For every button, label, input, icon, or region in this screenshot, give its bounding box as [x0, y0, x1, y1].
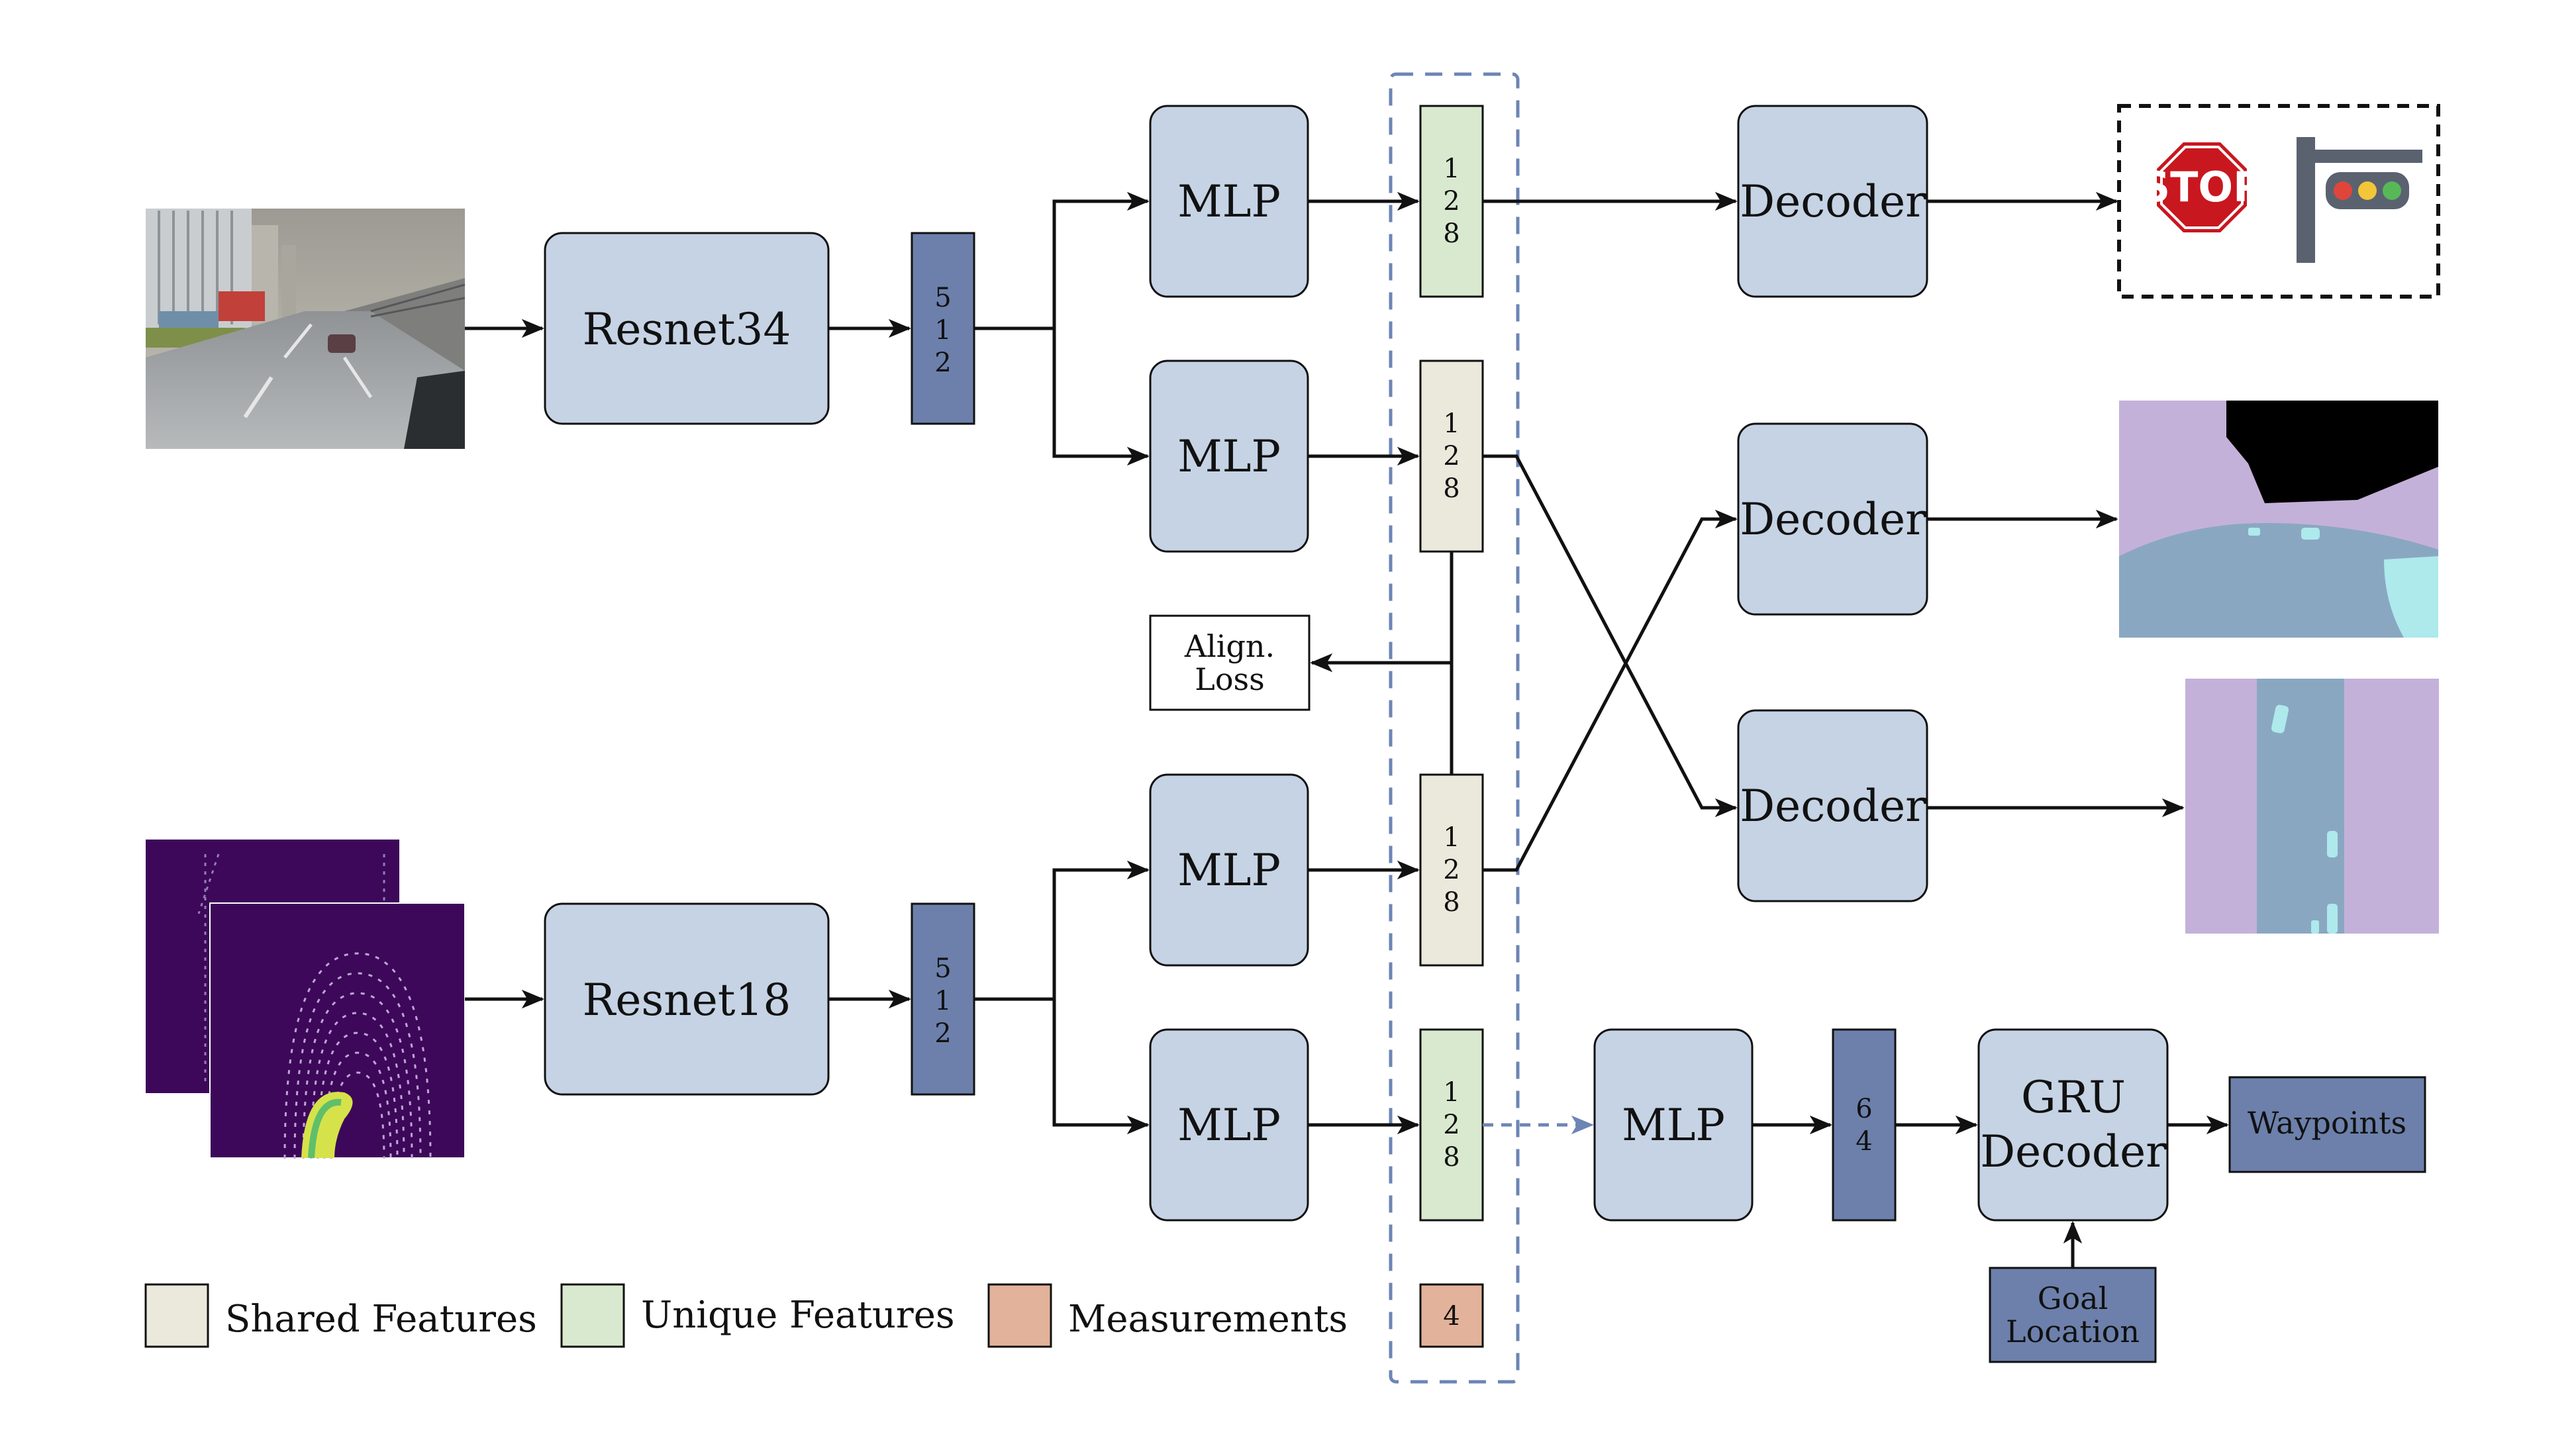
goal-location-line-2: Location — [2006, 1314, 2140, 1349]
f2-digit-1: 1 — [1443, 409, 1460, 439]
mlp-label-5: MLP — [1622, 1100, 1725, 1151]
rgb-feature-vector-512 — [911, 232, 975, 425]
unique-lidar-feature-128 — [1419, 1028, 1484, 1222]
f3-digit-3: 8 — [1443, 887, 1460, 918]
unique-rgb-feature-128 — [1419, 105, 1484, 298]
legend-swatch-measurements — [987, 1283, 1052, 1348]
f1-digit-3: 8 — [1443, 218, 1460, 249]
wp-vec-digit-1: 6 — [1856, 1094, 1872, 1124]
f3-digit-2: 2 — [1443, 855, 1460, 885]
shared-lidar-feature-128 — [1419, 773, 1484, 967]
mlp-label-1: MLP — [1177, 176, 1281, 227]
feature-column-dashed-box — [1389, 72, 1520, 1384]
measurements-digit: 4 — [1443, 1301, 1460, 1331]
waypoints-label: Waypoints — [2248, 1105, 2406, 1141]
align-loss-box — [1149, 614, 1311, 711]
decoder-label-1: Decoder — [1740, 176, 1926, 227]
measurements-vector — [1419, 1283, 1484, 1348]
stop-sign-icon: STOP — [2140, 142, 2263, 232]
f1-digit-2: 2 — [1443, 186, 1460, 217]
f4-digit-3: 8 — [1443, 1142, 1460, 1173]
f3-digit-1: 1 — [1443, 822, 1460, 853]
resnet18-label: Resnet18 — [583, 975, 791, 1026]
align-loss-line-2: Loss — [1195, 661, 1264, 697]
mlp-label-3: MLP — [1177, 845, 1281, 896]
stop-sign-text: STOP — [2140, 163, 2263, 211]
lidar-vec-digit-3: 2 — [934, 1018, 951, 1049]
decoder-label-3: Decoder — [1740, 781, 1926, 832]
mlp-label-4: MLP — [1177, 1100, 1281, 1151]
align-loss-line-1: Align. — [1184, 628, 1275, 664]
resnet34-label: Resnet34 — [583, 304, 791, 355]
decoder-block-3 — [1737, 709, 1928, 902]
decoder-label-2: Decoder — [1740, 494, 1926, 545]
rgb-camera-image — [146, 209, 466, 449]
semantic-segmentation-output — [2119, 401, 2438, 638]
legend-label-shared: Shared Features — [225, 1298, 537, 1341]
goal-location-line-1: Goal — [2038, 1280, 2108, 1316]
rgb-vec-digit-1: 5 — [934, 283, 951, 313]
rgb-vec-digit-2: 1 — [934, 315, 951, 346]
gru-decoder-line-1: GRU — [2021, 1072, 2126, 1123]
connectors — [465, 191, 2229, 1268]
legend-label-unique: Unique Features — [641, 1294, 955, 1337]
lidar-vec-digit-2: 1 — [934, 986, 951, 1016]
f2-digit-3: 8 — [1443, 473, 1460, 504]
f2-digit-2: 2 — [1443, 441, 1460, 471]
gru-decoder-block — [1977, 1028, 2169, 1222]
wp-vec-digit-2: 4 — [1856, 1126, 1872, 1157]
traffic-light-icon — [2297, 137, 2422, 263]
f4-digit-1: 1 — [1443, 1077, 1460, 1108]
waypoint-feature-vector-64 — [1832, 1028, 1897, 1222]
mlp-label-2: MLP — [1177, 431, 1281, 482]
lidar-vec-digit-1: 5 — [934, 953, 951, 984]
bev-segmentation-output — [2185, 679, 2439, 934]
goal-location-box — [1989, 1267, 2157, 1363]
waypoints-output-box — [2228, 1076, 2426, 1173]
traffic-output-dashed-box — [2117, 104, 2440, 299]
legend-swatch-unique — [560, 1283, 625, 1348]
lidar-bev-images — [146, 840, 466, 1159]
gru-decoder-line-2: Decoder — [1980, 1126, 2167, 1177]
rgb-vec-digit-3: 2 — [934, 348, 951, 378]
lidar-feature-vector-512 — [911, 902, 975, 1096]
legend-swatch-shared — [144, 1283, 209, 1348]
legend-label-measurements: Measurements — [1068, 1298, 1348, 1341]
f4-digit-2: 2 — [1443, 1110, 1460, 1140]
f1-digit-1: 1 — [1443, 154, 1460, 184]
